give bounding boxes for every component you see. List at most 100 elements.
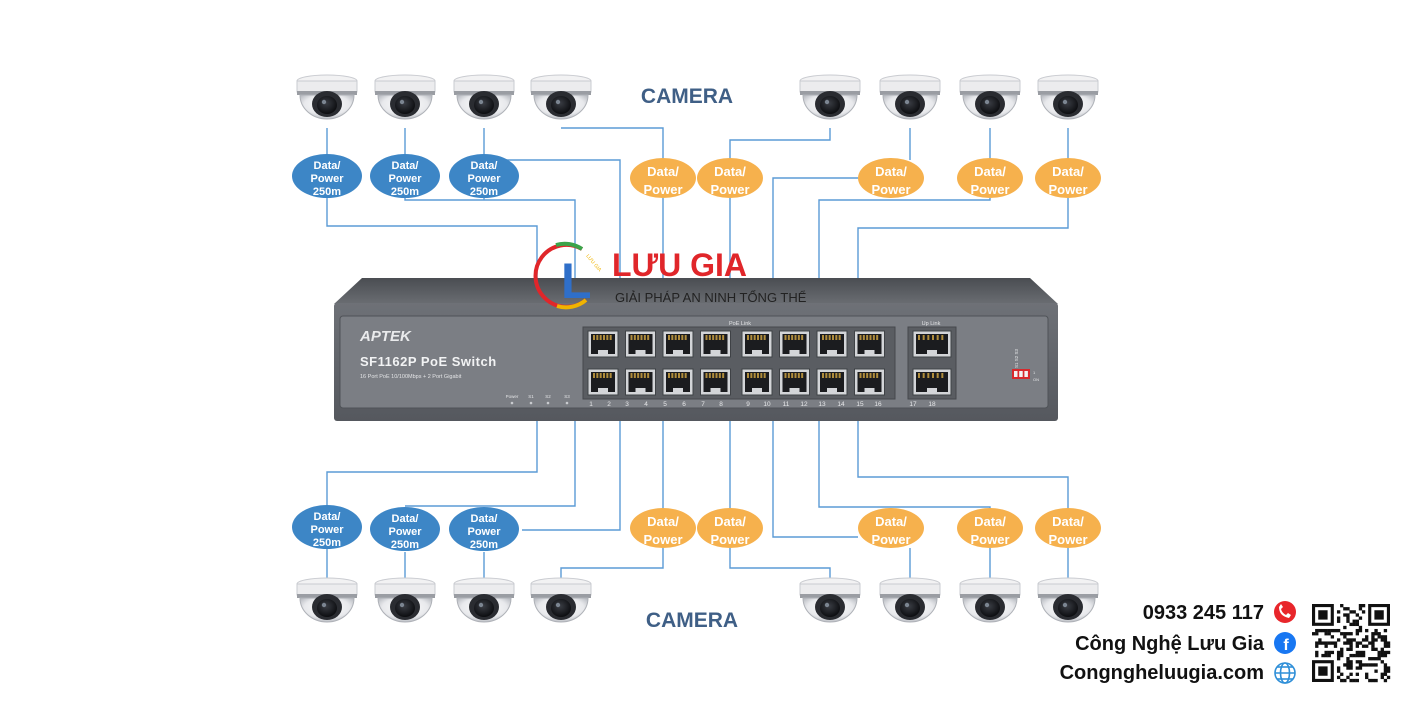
badge-text: Data/: [974, 164, 1006, 179]
badge-text: 250m: [391, 539, 419, 551]
rj45-port[interactable]: [662, 368, 694, 396]
rj45-port[interactable]: [854, 368, 885, 396]
port-number: 7: [701, 401, 705, 408]
top-camera-heading: CAMERA: [641, 85, 733, 108]
badge-text: Power: [643, 532, 682, 547]
dome-camera-icon: [374, 577, 436, 623]
badge-text: Data/: [875, 164, 907, 179]
rj45-port[interactable]: [741, 330, 773, 358]
port-number: 9: [746, 401, 750, 408]
status-led: [529, 401, 533, 405]
dome-camera-icon: [453, 74, 515, 120]
rj45-port[interactable]: [662, 330, 694, 358]
facebook-icon[interactable]: f: [1274, 632, 1296, 654]
dome-camera-icon: [530, 577, 592, 623]
rj45-port[interactable]: [587, 330, 619, 358]
badge-text: Power: [388, 173, 422, 185]
dome-camera-icon: [530, 74, 592, 120]
badge-text: Power: [970, 532, 1009, 547]
badge-text: Power: [710, 532, 749, 547]
badge-text: Power: [467, 173, 501, 185]
badge-text: Data/: [471, 513, 498, 525]
rj45-port[interactable]: [816, 330, 848, 358]
badge-text: 250m: [313, 186, 341, 198]
dome-camera-icon: [1037, 74, 1099, 120]
bottom-camera-heading: CAMERA: [646, 609, 738, 632]
phone-icon[interactable]: [1274, 601, 1296, 623]
badge-text: Data/: [1052, 164, 1084, 179]
port-number: 11: [783, 401, 790, 408]
rj45-port[interactable]: [854, 330, 885, 358]
uplink-label: Up Link: [922, 321, 941, 327]
contact-block: 0933 245 117 Công Nghệ Lưu Gia f Congngh…: [1060, 601, 1392, 684]
badge-text: Power: [310, 524, 344, 536]
connection-lines: [326, 127, 1069, 578]
dome-camera-icon: [959, 74, 1021, 120]
port-number: 12: [800, 401, 808, 408]
dome-camera-icon: [1037, 577, 1099, 623]
rj45-port[interactable]: [741, 368, 773, 396]
badge-text: 250m: [470, 539, 498, 551]
camera-group: [296, 74, 1099, 623]
uplink-port-number: 18: [928, 401, 936, 408]
data-power-badge: Data/Power: [858, 158, 924, 198]
badge-text: Power: [1048, 182, 1087, 197]
dome-camera-icon: [799, 577, 861, 623]
port-group: [587, 330, 952, 396]
badge-text: 250m: [391, 186, 419, 198]
rj45-port[interactable]: [779, 330, 810, 358]
dome-camera-icon: [296, 74, 358, 120]
poe-link-label: PoE Link: [729, 321, 751, 327]
badge-text: Data/: [714, 514, 746, 529]
badge-text: Data/: [875, 514, 907, 529]
logo-mark: L LƯU GIA: [533, 241, 603, 310]
rj45-port[interactable]: [700, 330, 731, 358]
rj45-port[interactable]: [912, 330, 952, 358]
rj45-port[interactable]: [625, 330, 656, 358]
badge-text: Power: [467, 526, 501, 538]
data-power-badge: Data/Power: [858, 508, 924, 548]
port-number: 3: [625, 401, 629, 408]
badge-text: 250m: [313, 537, 341, 549]
rj45-port[interactable]: [625, 368, 656, 396]
badge-text: Data/: [392, 513, 419, 525]
dome-camera-icon: [296, 577, 358, 623]
dip-switch-slot-2: [1019, 371, 1023, 377]
rj45-port[interactable]: [779, 368, 810, 396]
rj45-port[interactable]: [700, 368, 731, 396]
dip-switch-slot-3: [1024, 371, 1028, 377]
qr-code-icon[interactable]: [1310, 602, 1392, 684]
dome-camera-icon: [799, 74, 861, 120]
contact-website[interactable]: Congngheluugia.com: [1060, 662, 1264, 684]
badge-text: Data/: [1052, 514, 1084, 529]
port-number: 14: [837, 401, 845, 408]
data-power-badge: Data/Power: [957, 508, 1023, 548]
badge-text: Power: [710, 182, 749, 197]
port-number: 1: [589, 401, 593, 408]
contact-phone[interactable]: 0933 245 117: [1143, 602, 1264, 624]
port-number: 5: [663, 401, 667, 408]
globe-icon[interactable]: [1274, 662, 1296, 684]
switch-model: SF1162P PoE Switch: [360, 354, 497, 369]
poe-switch: APTEK SF1162P PoE Switch 16 Port PoE 10/…: [334, 278, 1058, 421]
badge-text: Power: [871, 182, 910, 197]
badge-text: Data/: [647, 514, 679, 529]
dome-camera-icon: [453, 577, 515, 623]
svg-text:f: f: [1283, 637, 1289, 654]
rj45-port[interactable]: [912, 368, 952, 396]
badge-text: Power: [310, 173, 344, 185]
rj45-port[interactable]: [587, 368, 619, 396]
badge-text: Data/: [647, 164, 679, 179]
port-number: 10: [763, 401, 771, 408]
brand-tagline: GIẢI PHÁP AN NINH TỔNG THỂ: [615, 290, 807, 305]
rj45-port[interactable]: [816, 368, 848, 396]
contact-company[interactable]: Công Nghệ Lưu Gia: [1075, 633, 1265, 655]
dome-camera-icon: [959, 577, 1021, 623]
switch-brand: APTEK: [359, 328, 412, 345]
data-power-badge: Data/Power: [630, 508, 696, 548]
brand-name: LƯU GIA: [612, 247, 747, 283]
